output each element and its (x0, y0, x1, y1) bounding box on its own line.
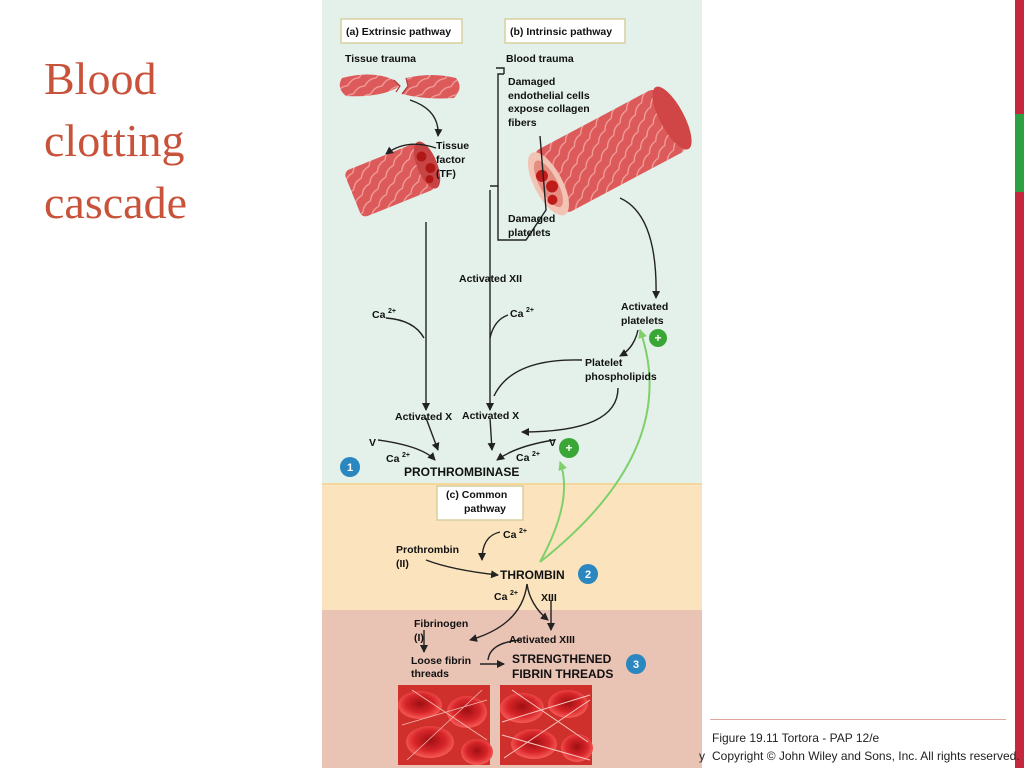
pathway-arrows (377, 67, 661, 668)
caption-divider (710, 719, 1006, 720)
prothrombin-label: Prothrombin (II) (396, 544, 459, 570)
edge-accent-highlight (1015, 114, 1024, 192)
svg-text:Ca: Ca (510, 308, 524, 320)
svg-text:2+: 2+ (532, 451, 540, 458)
intrinsic-pathway-title: (b) Intrinsic pathway (510, 26, 612, 38)
svg-text:2: 2 (585, 569, 591, 581)
tissue-trauma-label: Tissue trauma (345, 53, 416, 65)
activated-xiii-label: Activated XIII (509, 634, 575, 646)
edge-accent-bar (1015, 0, 1024, 768)
svg-text:Platelet: Platelet (585, 357, 623, 369)
svg-text:Loose fibrin: Loose fibrin (411, 655, 471, 667)
strengthened-fibrin-photo (500, 685, 593, 765)
svg-text:fibers: fibers (508, 117, 537, 129)
svg-text:3: 3 (633, 659, 639, 671)
intrinsic-title-box: (b) Intrinsic pathway (504, 18, 626, 44)
svg-text:Tissue: Tissue (436, 140, 469, 152)
svg-text:Damaged: Damaged (508, 76, 555, 88)
svg-text:platelets: platelets (508, 227, 551, 239)
svg-text:Ca: Ca (516, 452, 530, 464)
damaged-platelets-label: Damaged platelets (508, 213, 555, 239)
svg-text:(TF): (TF) (436, 168, 456, 180)
svg-text:STRENGTHENED: STRENGTHENED (512, 652, 612, 666)
plus-badge-factor-v: + (559, 438, 579, 458)
svg-text:Prothrombin: Prothrombin (396, 544, 459, 556)
svg-text:FIBRIN THREADS: FIBRIN THREADS (512, 667, 613, 681)
plus-badge-platelets: + (649, 329, 667, 347)
platelet-phospholipids-label: Platelet phospholipids (585, 357, 657, 383)
activated-platelets-label: Activated platelets (621, 301, 668, 327)
svg-text:Ca: Ca (503, 529, 517, 541)
svg-text:(I): (I) (414, 632, 424, 644)
svg-text:Ca: Ca (386, 453, 400, 465)
ca-label-common: Ca 2+ (503, 528, 527, 541)
title-line-1: Blood (44, 53, 157, 104)
common-title-box: (c) Common pathway (436, 485, 524, 521)
tissue-factor-label: Tissue factor (TF) (436, 140, 469, 180)
extrinsic-pathway-title: (a) Extrinsic pathway (346, 26, 451, 38)
prothrombinase-label: PROTHROMBINASE (404, 465, 519, 479)
damaged-vessel-illustration (345, 141, 441, 217)
svg-text:(II): (II) (396, 558, 409, 570)
clotting-cascade-figure: (a) Extrinsic pathway (b) Intrinsic path… (322, 0, 702, 768)
activated-x-label-extrinsic: Activated X (395, 411, 452, 423)
common-pathway-title-2: pathway (464, 503, 506, 515)
caption-fragment: y (699, 749, 705, 763)
blood-trauma-label: Blood trauma (506, 53, 574, 65)
svg-text:expose collagen: expose collagen (508, 103, 590, 115)
ca-label-thrombin: Ca 2+ (494, 590, 518, 603)
loose-fibrin-label: Loose fibrin threads (411, 655, 471, 680)
svg-text:1: 1 (347, 462, 353, 474)
svg-text:factor: factor (436, 154, 465, 166)
thrombin-label: THROMBIN (500, 568, 565, 582)
thrombin-feedback-arrows (539, 329, 651, 563)
ca-label-v-right: Ca 2+ (516, 451, 540, 464)
ca-label-v-left: Ca 2+ (386, 452, 410, 465)
svg-text:Activated: Activated (621, 301, 668, 313)
ca-label-intrinsic: Ca 2+ (510, 307, 534, 320)
title-line-2: clotting (44, 115, 185, 166)
ca-label-extrinsic: Ca 2+ (372, 308, 396, 321)
svg-text:Ca: Ca (372, 309, 386, 321)
step-badge-3: 3 (626, 654, 646, 674)
svg-text:+: + (654, 331, 661, 345)
endothelium-vessel-illustration (527, 86, 692, 216)
svg-text:Ca: Ca (494, 591, 508, 603)
svg-text:2+: 2+ (510, 590, 518, 597)
svg-text:platelets: platelets (621, 315, 664, 327)
slide-title: Blood clotting cascade (44, 48, 304, 234)
figure-caption: Figure 19.11 Tortora - PAP 12/e (712, 731, 880, 745)
svg-text:Damaged: Damaged (508, 213, 555, 225)
svg-text:2+: 2+ (402, 452, 410, 459)
activated-xii-label: Activated XII (459, 273, 522, 285)
fibrinogen-label: Fibrinogen (I) (414, 618, 468, 644)
svg-text:threads: threads (411, 668, 449, 680)
svg-text:2+: 2+ (526, 307, 534, 314)
svg-text:endothelial cells: endothelial cells (508, 90, 590, 102)
title-line-3: cascade (44, 177, 187, 228)
damaged-endothelial-label: Damaged endothelial cells expose collage… (508, 76, 590, 129)
torn-vessel-illustration (339, 74, 460, 99)
svg-text:2+: 2+ (388, 308, 396, 315)
copyright-caption: Copyright © John Wiley and Sons, Inc. Al… (712, 749, 1020, 763)
svg-text:Fibrinogen: Fibrinogen (414, 618, 468, 630)
svg-text:phospholipids: phospholipids (585, 371, 657, 383)
extrinsic-title-box: (a) Extrinsic pathway (340, 18, 463, 44)
step-badge-2: 2 (578, 564, 598, 584)
strengthened-fibrin-label: STRENGTHENED FIBRIN THREADS (512, 652, 613, 681)
svg-text:2+: 2+ (519, 528, 527, 535)
activated-x-label-intrinsic: Activated X (462, 410, 519, 422)
loose-fibrin-photo (398, 685, 493, 765)
xiii-label: XIII (541, 592, 557, 604)
factor-v-label-right: V (549, 437, 556, 449)
factor-v-label-left: V (369, 437, 376, 449)
svg-text:+: + (565, 441, 572, 455)
step-badge-1: 1 (340, 457, 360, 477)
common-pathway-title-1: (c) Common (446, 489, 507, 501)
